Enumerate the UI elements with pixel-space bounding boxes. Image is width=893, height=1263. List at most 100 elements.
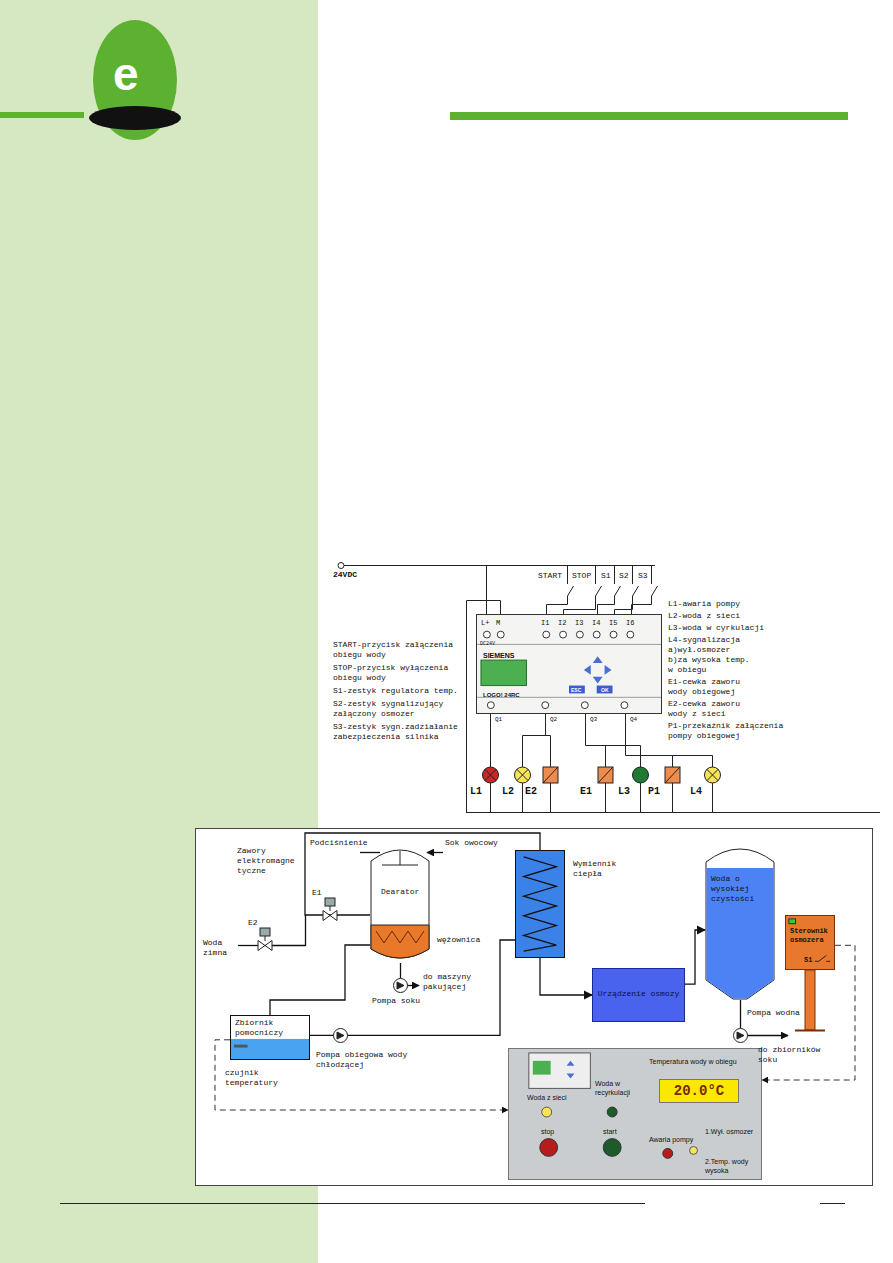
- output-label: Q2: [550, 716, 557, 724]
- pipe-line: [685, 930, 705, 984]
- shape-art: [593, 631, 600, 638]
- legend-note: E2-cewka zaworu wody z sieci: [668, 699, 758, 719]
- shape-art: [576, 631, 583, 638]
- pipe: [740, 1000, 741, 1028]
- shape-art: [371, 850, 429, 958]
- shape-art: [603, 1139, 621, 1157]
- wiring: [632, 565, 658, 614]
- osmosis-unit: Urządzenie osmozy: [592, 968, 685, 1022]
- key-label: ESC: [571, 687, 581, 693]
- process-label: Podciśnienie: [310, 838, 368, 848]
- legend-note: E1-cewka zaworu wody obiegowej: [668, 677, 758, 697]
- pump-symbol: [734, 1029, 748, 1043]
- process-label: Pompa obiegowa wody chłodzącej: [316, 1050, 426, 1070]
- pipe: [238, 945, 259, 946]
- brand-logo: [0, 20, 848, 140]
- control-panel-text: Temperatura wody w obiegu: [649, 1057, 759, 1066]
- control-panel-text: start: [603, 1127, 617, 1136]
- output-devices: [485, 769, 496, 780]
- component-label: L3: [618, 785, 630, 798]
- control-panel-text: Woda w recyrkulacji: [595, 1079, 645, 1097]
- shape-art: [516, 851, 564, 957]
- wiring: [564, 565, 602, 614]
- shape-art: [481, 660, 527, 685]
- output-label: Q4: [630, 716, 637, 724]
- terminal-label: L+: [481, 619, 489, 628]
- plc-module-text: LOGO! 24RC: [483, 691, 520, 699]
- output-devices: [483, 767, 721, 783]
- output-devices: [598, 767, 613, 783]
- shape-art: [560, 631, 567, 638]
- terminal-label: I5: [609, 619, 617, 628]
- shape-art: [231, 1039, 309, 1059]
- osmosis-controller: Sterownik osmozeraS1: [785, 915, 835, 970]
- switch-label: STOP: [572, 571, 591, 581]
- output-label: Q1: [495, 716, 502, 724]
- shape-art: [529, 1053, 591, 1088]
- output-label: Q3: [590, 716, 597, 724]
- legend-note: S1-zestyk regulatora temp.: [333, 686, 459, 696]
- process-label: Pompa soku: [372, 996, 420, 1006]
- solenoid-valve: [325, 898, 335, 906]
- brand-logo: [0, 112, 84, 118]
- shape-art: [234, 1045, 248, 1048]
- controller-stand: [795, 1030, 825, 1032]
- output-devices: [517, 769, 528, 780]
- control-panel-text: Woda z sieci: [527, 1093, 567, 1102]
- pump-symbol: [334, 979, 748, 1043]
- pipe: [747, 1035, 788, 1036]
- voltage-label: 24VDC: [333, 570, 357, 580]
- legend-note: S3-zestyk sygn.zadziałanie zabezpieczeni…: [333, 722, 460, 742]
- plc-module: SIEMENS LOGO! 24RC: [476, 614, 662, 714]
- legend-note: L2-woda z sieci: [668, 611, 740, 621]
- temperature-display: 20.0°C: [659, 1079, 739, 1103]
- shape-art: [567, 1061, 575, 1079]
- process-label: wężownica: [437, 935, 480, 945]
- shape-art: [371, 925, 429, 958]
- shape-art: [497, 631, 504, 638]
- process-label: czujnik temperatury: [225, 1068, 297, 1088]
- process-label: Woda zimna: [203, 938, 237, 958]
- output-devices: [543, 767, 558, 783]
- plc-module-text: SIEMENS: [483, 651, 515, 660]
- shape-art: [584, 656, 612, 683]
- process-label: E1: [312, 888, 322, 898]
- shape-art: [542, 1107, 552, 1117]
- wiring: [344, 565, 655, 566]
- wiring: [523, 714, 551, 767]
- signal-line: [215, 1040, 508, 1110]
- pipe: [400, 963, 401, 978]
- process-label: Zawory elektromagnetyczne: [237, 846, 299, 876]
- shape-art: [569, 686, 585, 694]
- terminal-label: I4: [592, 619, 600, 628]
- switch-label: S1: [601, 571, 611, 581]
- deaerator-tank-text: Dearator: [381, 887, 419, 897]
- shape-art: [540, 1139, 558, 1157]
- pipe-line: [270, 945, 370, 1015]
- pipe: [407, 985, 419, 986]
- switch-label: S2: [619, 571, 629, 581]
- switch-label: START: [538, 571, 562, 581]
- output-devices: [665, 767, 680, 783]
- controller-stand: [795, 970, 825, 1031]
- control-panel: Temperatura wody w obieguWoda z sieci Wod…: [508, 1048, 762, 1180]
- wiring: [466, 812, 880, 813]
- pipe: [360, 852, 380, 853]
- component-label: E1: [580, 785, 592, 798]
- component-label: L1: [470, 785, 482, 798]
- shape-art: [627, 631, 634, 638]
- pump-symbol: [737, 1032, 744, 1039]
- deaerator-tank: Dearator: [370, 845, 430, 965]
- terminal-label: M: [496, 619, 500, 628]
- solenoid-valve: [260, 928, 270, 936]
- shape-art: [487, 702, 494, 709]
- output-devices: [483, 767, 499, 783]
- legend-note: P1-przekaźnik załączenia pompy obiegowej: [668, 721, 788, 741]
- temperature-display-text: 20.0°C: [660, 1082, 738, 1100]
- shape-art: [707, 868, 774, 999]
- shape-art: [610, 631, 617, 638]
- process-frame: [196, 829, 873, 1186]
- shape-art: [690, 1147, 698, 1155]
- legend-note: S2-zestyk sygnalizujący załączony osmoze…: [333, 699, 459, 719]
- shape-art: [376, 931, 424, 943]
